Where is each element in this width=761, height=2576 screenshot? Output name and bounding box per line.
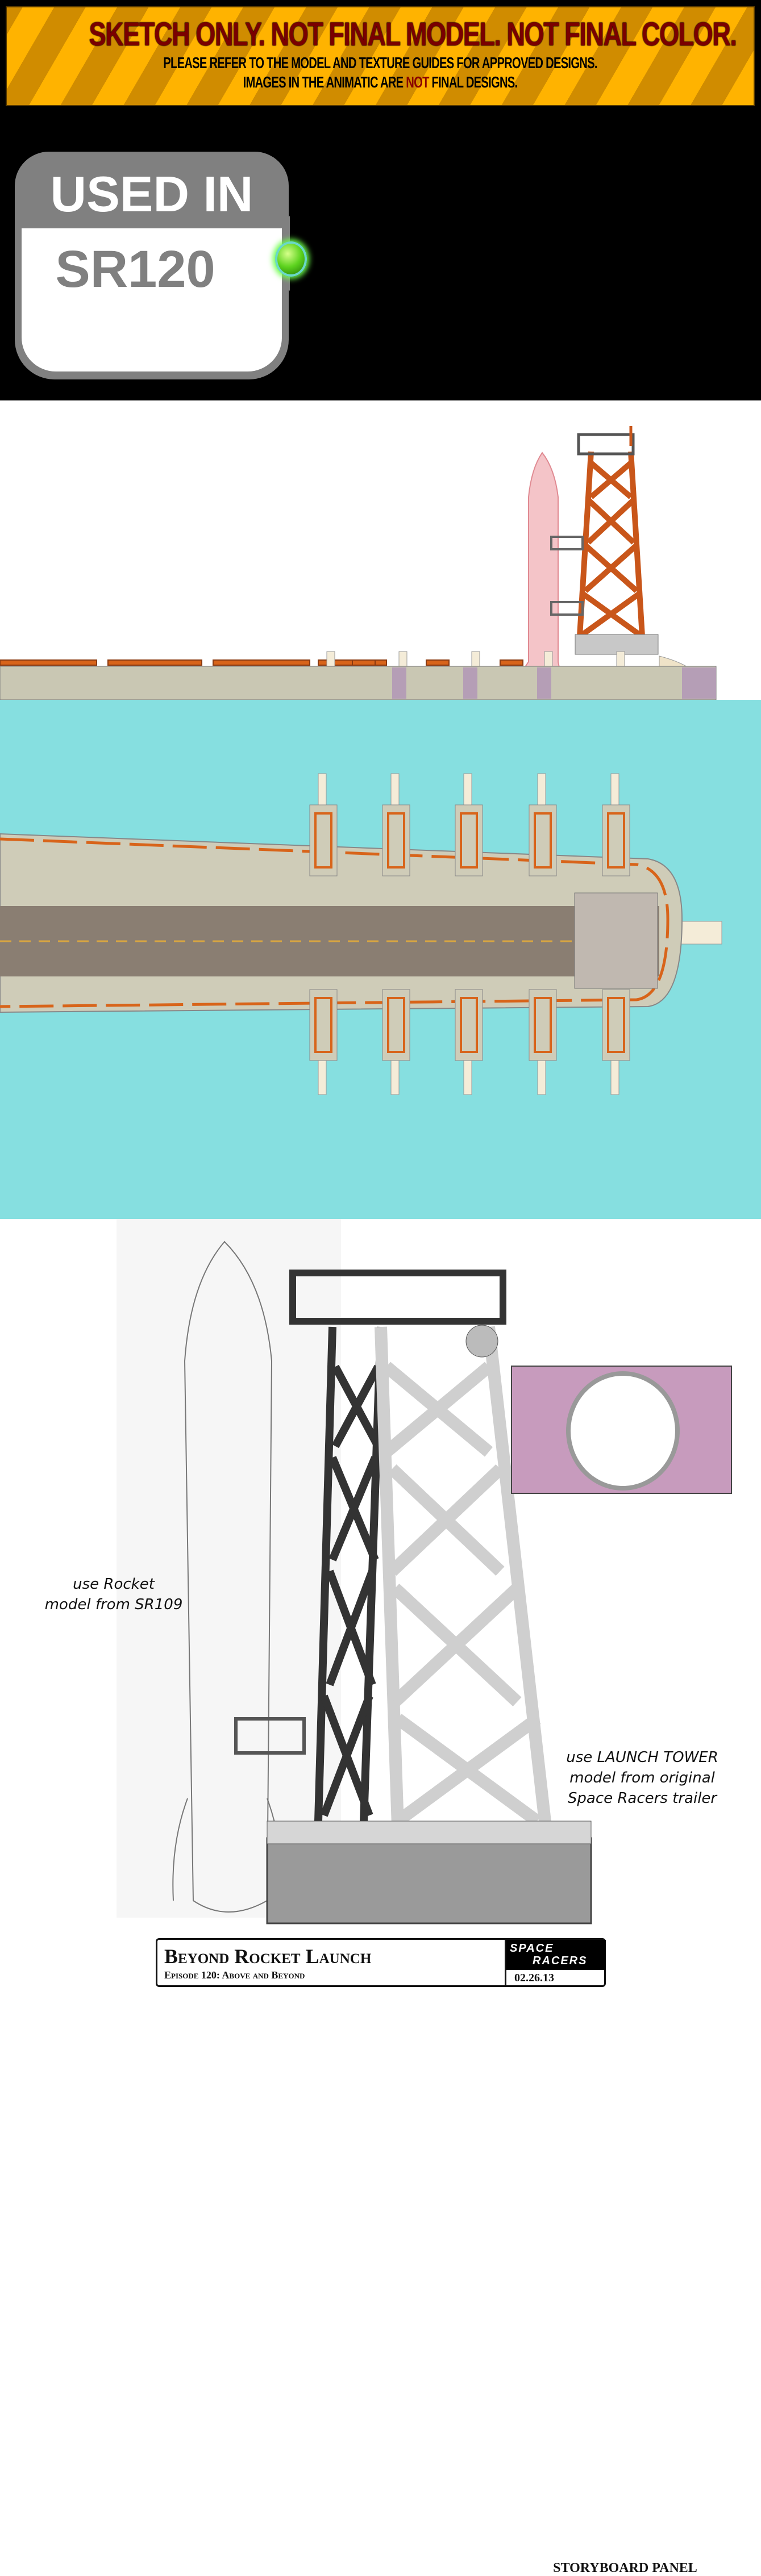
tower-note-line-2: model from original	[569, 1769, 715, 1786]
header-area: SKETCH ONLY. NOT FINAL MODEL. NOT FINAL …	[0, 0, 761, 400]
badge-body: SR120	[22, 228, 282, 371]
rocket-and-tower-sketch	[117, 1219, 592, 1985]
side-view-drawing	[0, 426, 717, 700]
used-in-badge: USED IN SR120	[15, 152, 289, 379]
episode-code: SR120	[55, 240, 215, 298]
storyboard-panel-label: STORYBOARD PANEL	[553, 2561, 697, 2575]
plan-view-drawing	[0, 773, 722, 1095]
tower-note: use LAUNCH TOWER model from original Spa…	[546, 1747, 739, 1809]
porthole-window	[566, 1371, 680, 1491]
top-plan-view	[0, 700, 761, 1219]
side-elevation-view	[0, 400, 761, 700]
warning-line-2: PLEASE REFER TO THE MODEL AND TEXTURE GU…	[163, 54, 597, 72]
green-led-icon	[275, 241, 307, 277]
launch-tower	[577, 451, 645, 637]
warning-headline: SKETCH ONLY. NOT FINAL MODEL. NOT FINAL …	[89, 16, 737, 53]
warning-line-3: IMAGES IN THE ANIMATIC ARE NOT FINAL DES…	[111, 73, 649, 92]
space-racers-logo: SPACE RACERS	[506, 1940, 606, 1970]
tower-note-line-3: Space Racers trailer	[567, 1790, 717, 1807]
title-block: Beyond Rocket Launch Episode 120: Above …	[156, 1938, 606, 1987]
warning-line-3-post: FINAL DESIGNS.	[429, 73, 518, 91]
rocket-note: use Rocket model from SR109	[28, 1574, 199, 1615]
warning-line-3-pre: IMAGES IN THE ANIMATIC ARE	[243, 73, 406, 91]
rocket-sketch	[184, 1241, 273, 1913]
sheet-date: 02.26.13	[514, 1972, 554, 1984]
badge-header: USED IN	[50, 166, 253, 222]
logo-line-2: RACERS	[533, 1955, 588, 1967]
concept-sketch-area: STORYBOARD PANEL use Rocket model from S…	[0, 1219, 761, 2575]
sheet-title: Beyond Rocket Launch	[164, 1945, 372, 1968]
warning-line-3-not: NOT	[406, 73, 429, 91]
warning-banner: SKETCH ONLY. NOT FINAL MODEL. NOT FINAL …	[6, 6, 755, 106]
logo-line-1: SPACE	[510, 1942, 554, 1955]
tower-note-line-1: use LAUNCH TOWER	[566, 1749, 718, 1766]
rocket-note-line-1: use Rocket	[73, 1576, 155, 1593]
rocket-silhouette	[522, 452, 561, 671]
rocket-note-line-2: model from SR109	[44, 1596, 183, 1613]
episode-subtitle: Episode 120: Above and Beyond	[164, 1969, 305, 1981]
storyboard-panel-image	[511, 1366, 732, 1494]
tower-light-lattice	[375, 1326, 552, 1828]
title-block-right: SPACE RACERS 02.26.13	[505, 1940, 606, 1985]
